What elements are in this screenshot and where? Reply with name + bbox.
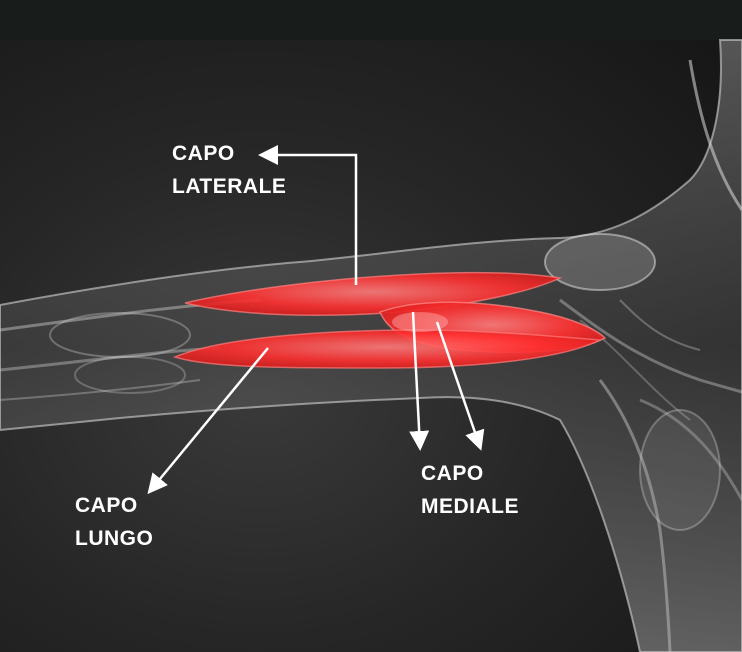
arrow-capo-mediale-1 (409, 311, 430, 451)
annotation-arrows (147, 145, 485, 495)
label-capo-lungo: CAPO LUNGO (75, 494, 154, 550)
triceps-muscle (172, 271, 607, 369)
top-band (0, 0, 742, 40)
arrow-capo-lungo (147, 347, 269, 495)
label-capo-laterale: CAPO LATERALE (172, 142, 287, 198)
arrow-capo-mediale-2 (435, 321, 485, 451)
arrow-capo-laterale (258, 145, 358, 285)
muscle-capo-laterale (184, 271, 563, 316)
muscle-capo-lungo (172, 329, 603, 369)
label-capo-mediale: CAPO MEDIALE (421, 462, 519, 518)
